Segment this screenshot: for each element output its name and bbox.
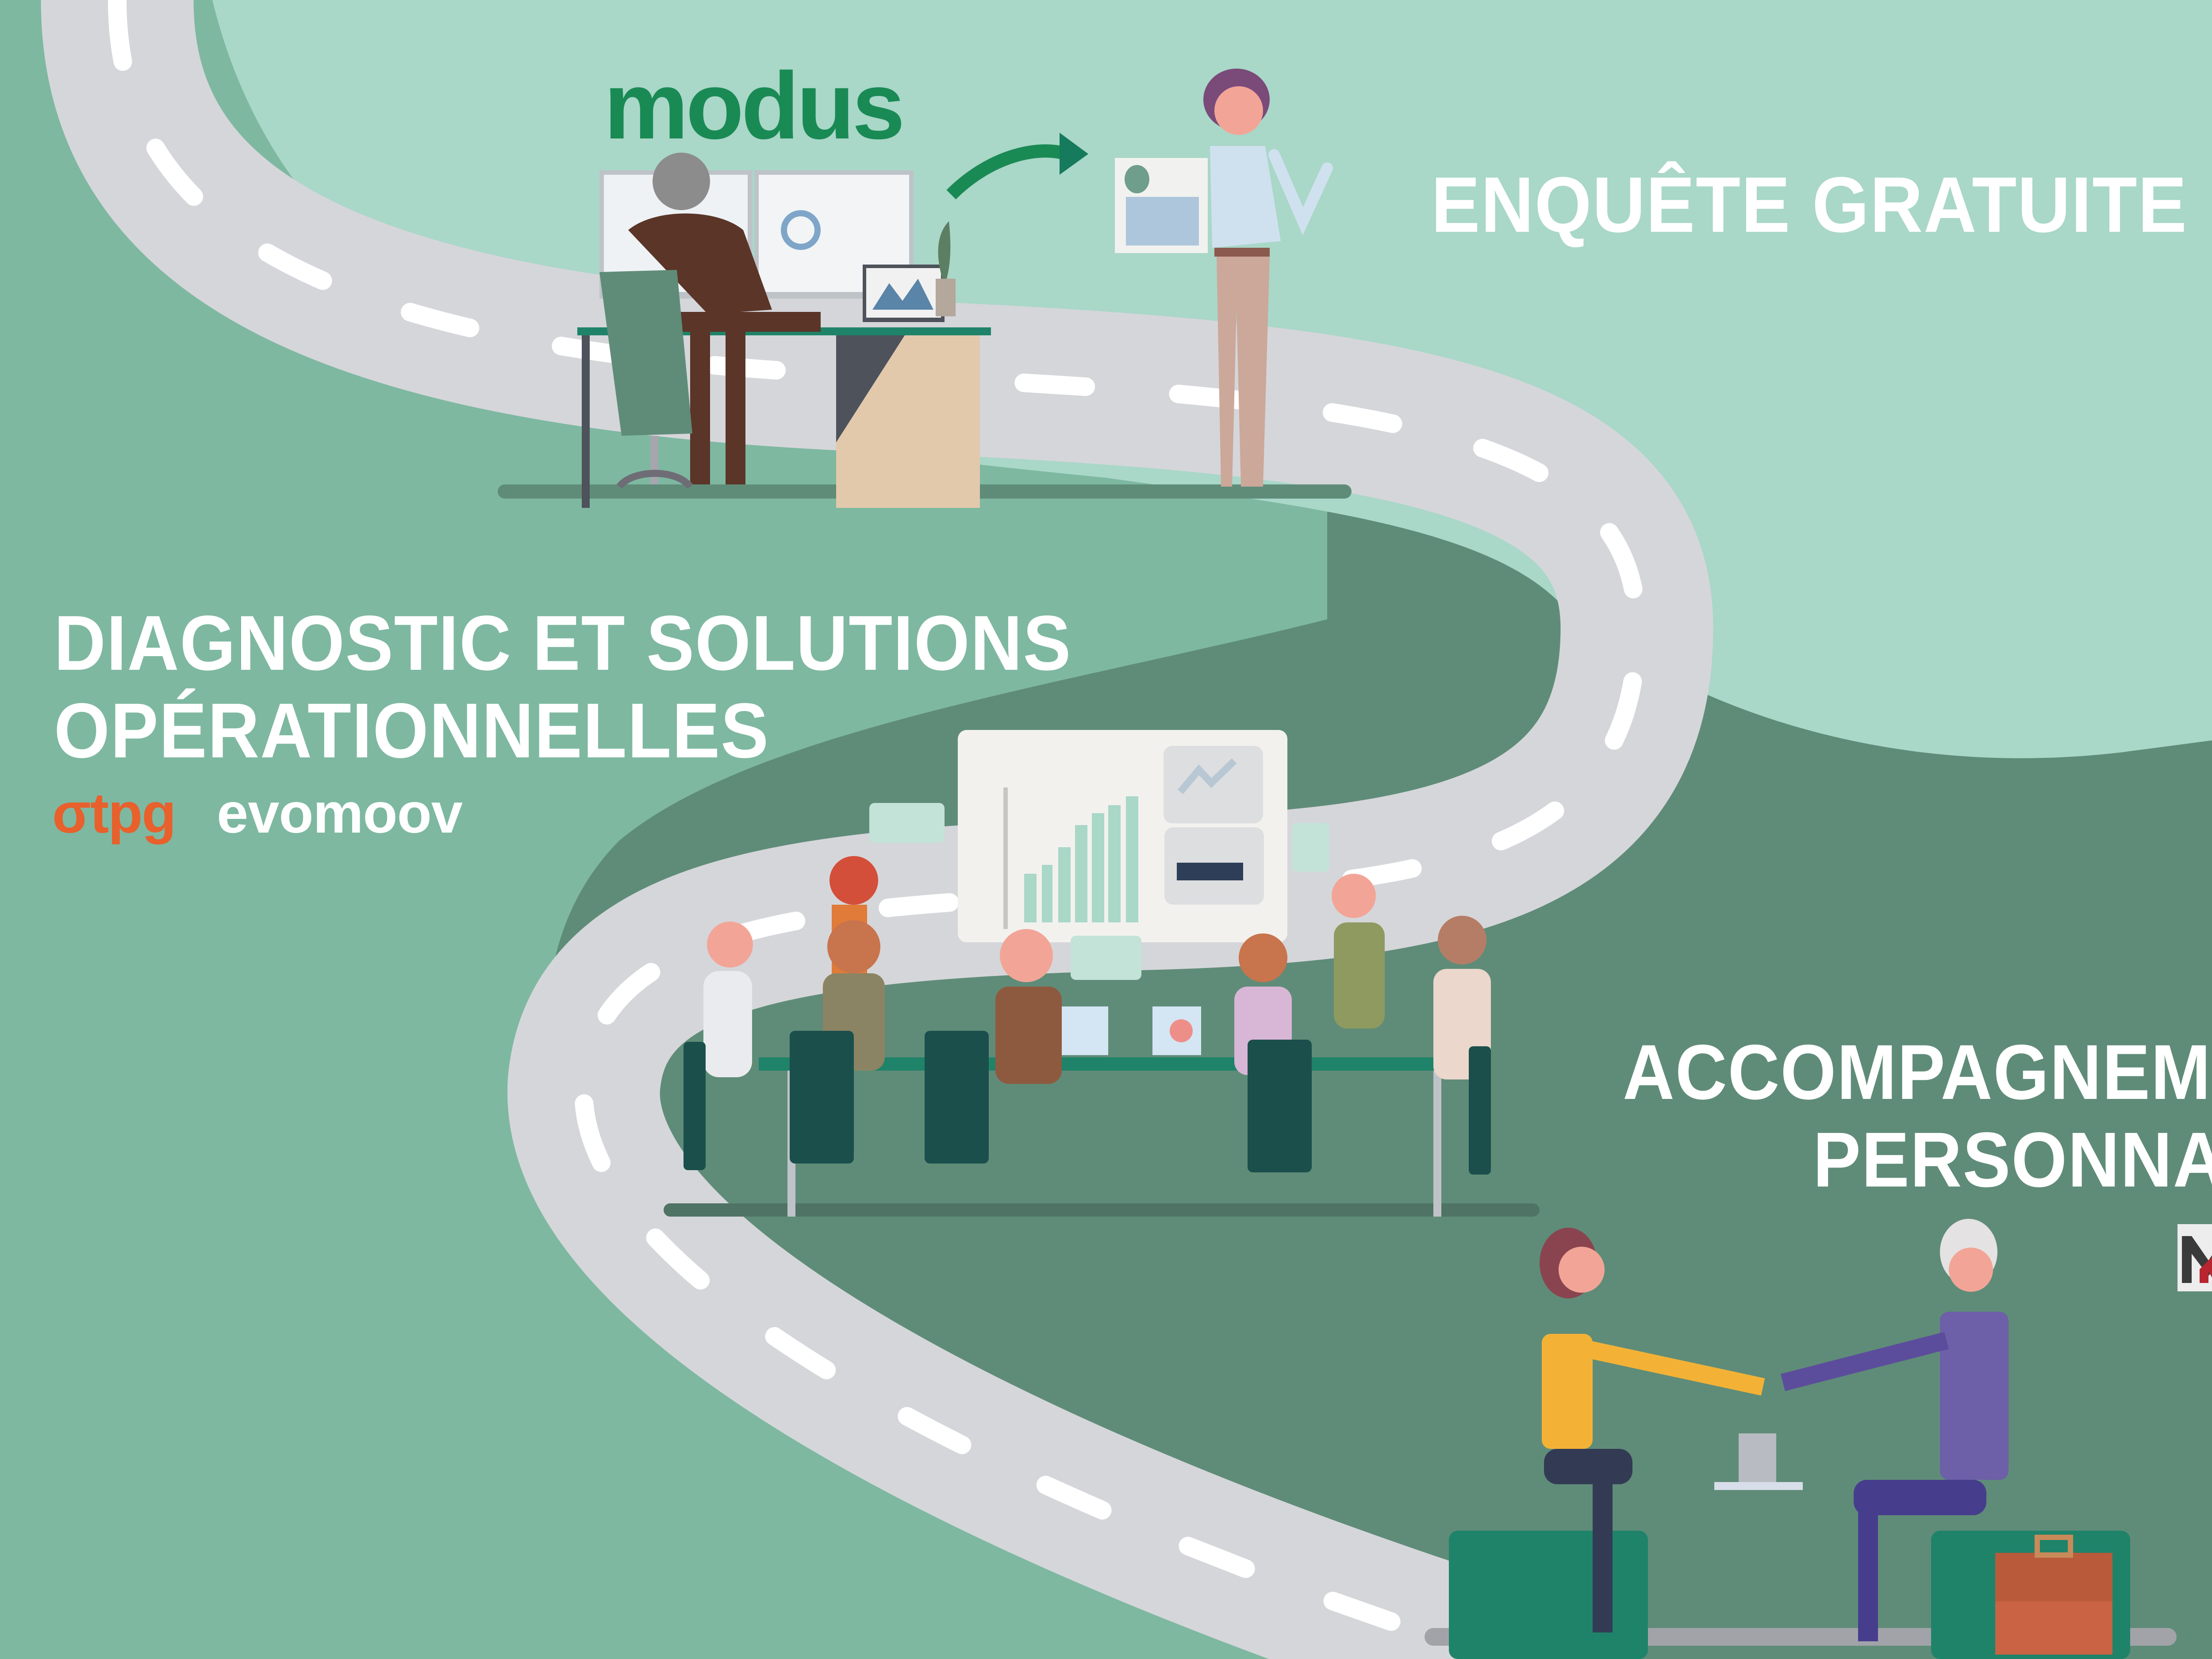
team-meeting-illustration (664, 730, 1540, 1217)
step-title-enquete: ENQUÊTE GRATUITE (1431, 161, 2188, 249)
step-title-diagnostic-line1: DIAGNOSTIC ET SOLUTIONS (54, 600, 1072, 687)
modus-logo: modus (604, 52, 905, 159)
mobility-management-suisse-logo: Mobility Management Suisse (2177, 1224, 2212, 1291)
step-title-diagnostic: DIAGNOSTIC ET SOLUTIONS OPÉRATIONNELLES (54, 599, 1071, 775)
tpg-logo: σtpg (52, 782, 177, 845)
step-title-accompagnement-line1: ACCOMPAGNEMENT (1623, 1029, 2212, 1116)
evomoov-logo: evomoov (217, 782, 463, 845)
handshake-illustration (1425, 1219, 2177, 1659)
step-title-diagnostic-line2: OPÉRATIONNELLES (54, 687, 769, 774)
man-at-desk-illustration (498, 153, 1352, 508)
woman-presenting-report-illustration (1115, 69, 1333, 487)
step-title-accompagnement: ACCOMPAGNEMENT PERSONNALISÉ (1623, 1029, 2212, 1203)
curved-arrow-icon (946, 144, 1064, 200)
step-title-accompagnement-line2: PERSONNALISÉ (1813, 1117, 2212, 1203)
mms-mark-icon (2182, 1236, 2212, 1283)
